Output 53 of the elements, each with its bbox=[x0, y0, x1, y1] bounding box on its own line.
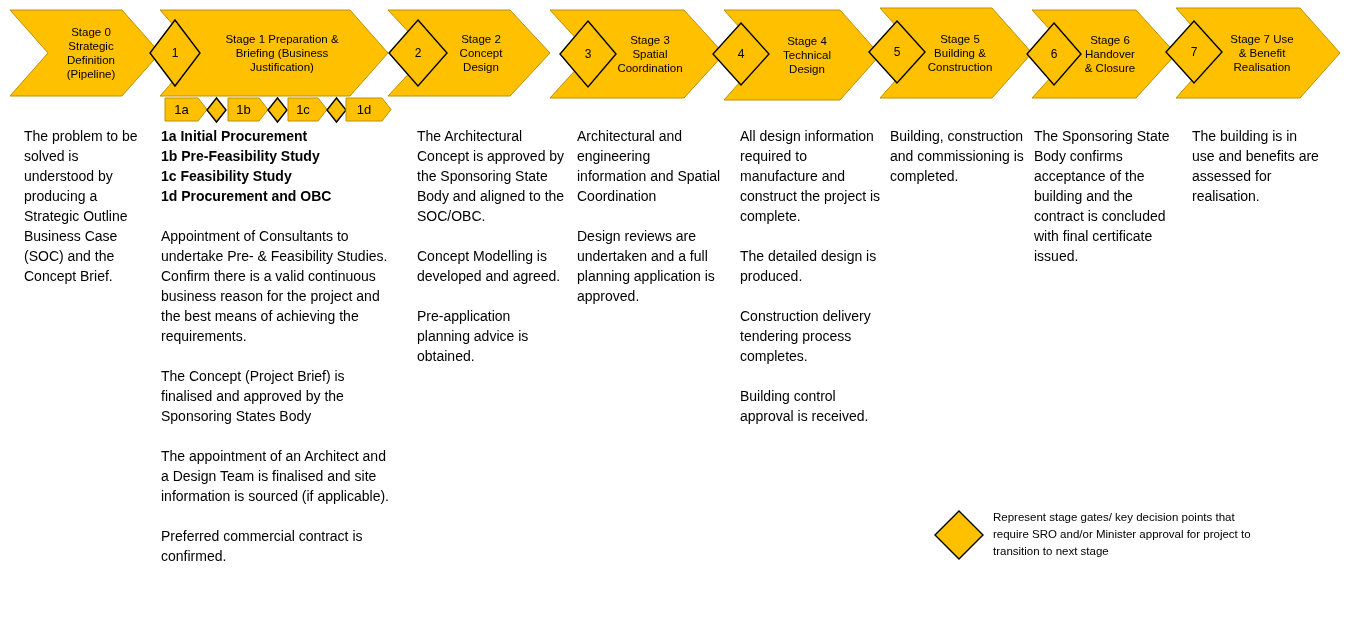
stage-description: The problem to be solved is understood by producing a Strategic Outline Business Case (SOC) and the Concept Brief. bbox=[24, 127, 139, 286]
gate-number: 7 bbox=[1189, 44, 1199, 61]
stage-gate-diamond bbox=[713, 23, 769, 85]
stage-description: Preferred commercial contract is confirmed. bbox=[161, 527, 364, 566]
stage-gate-diamond bbox=[1027, 23, 1081, 85]
stage-description: Appointment of Consultants to undertake Pre- & Feasibility Studies. bbox=[161, 227, 389, 266]
stage-description: Architectural and engineering information and Spatial Coordination bbox=[577, 127, 722, 206]
stage-gate-diamond bbox=[869, 21, 925, 83]
stage-description: The Architectural Concept is approved by the Sponsoring State Body and aligned to the SOC/OBC. bbox=[417, 127, 566, 226]
substage-tab bbox=[288, 98, 327, 121]
substage-title: 1c Feasibility Study bbox=[161, 167, 293, 186]
substage-title: 1a Initial Procurement bbox=[161, 127, 309, 146]
stage-description: The building is in use and benefits are assessed for realisation. bbox=[1192, 127, 1320, 206]
stage-label: Stage 3 Spatial Coordination bbox=[616, 33, 684, 76]
stage-description: The Concept (Project Brief) is finalised and approved by the Sponsoring States Body bbox=[161, 367, 346, 426]
substage-label: 1b bbox=[235, 100, 252, 119]
stage-description: The appointment of an Architect and a Design Team is finalised and site information is sourced (if applicable). bbox=[161, 447, 390, 506]
stage-description: Design reviews are undertaken and a full planning application is approved. bbox=[577, 227, 716, 306]
stage-label: Stage 2 Concept Design bbox=[458, 32, 504, 75]
stage-description: The detailed design is produced. bbox=[740, 247, 878, 286]
gate-number: 2 bbox=[413, 45, 423, 62]
stage-label: Stage 0 Strategic Definition (Pipeline) bbox=[65, 25, 117, 82]
gate-number: 5 bbox=[892, 44, 902, 61]
stage-label: Stage 1 Preparation & Briefing (Business Justification) bbox=[224, 32, 340, 75]
gate-number: 3 bbox=[583, 46, 593, 63]
stage-label: Stage 6 Handover & Closure bbox=[1083, 33, 1137, 76]
stage-label: Stage 5 Building & Construction bbox=[926, 32, 994, 75]
stage-description: Confirm there is a valid continuous business reason for the project and the best means of achieving the requirements. bbox=[161, 267, 381, 346]
stage-description: Construction delivery tendering process completes. bbox=[740, 307, 872, 366]
substage-tab bbox=[228, 98, 268, 121]
stage-description: The Sponsoring State Body confirms acceptance of the building and the contract is concluded with final certificate issued. bbox=[1034, 127, 1171, 266]
gate-number: 6 bbox=[1049, 46, 1059, 63]
gate-number: 4 bbox=[736, 46, 746, 63]
stage-banner bbox=[388, 10, 550, 96]
stage-gate-diamond bbox=[560, 21, 616, 87]
stage-gate-diamond bbox=[150, 20, 200, 86]
substage-label: 1d bbox=[355, 100, 373, 119]
legend-text: Represent stage gates/ key decision points that require SRO and/or Minister approval for project to transition to next stage bbox=[993, 510, 1252, 559]
stage-description: Building control approval is received. bbox=[740, 387, 870, 426]
substage-tab bbox=[346, 98, 391, 121]
substage-tab bbox=[165, 98, 207, 121]
substage-title: 1d Procurement and OBC bbox=[161, 187, 333, 206]
stage-label: Stage 4 Technical Design bbox=[782, 34, 832, 77]
stage-label: Stage 7 Use & Benefit Realisation bbox=[1229, 32, 1295, 75]
substage-label: 1c bbox=[295, 100, 311, 119]
substage-label: 1a bbox=[173, 100, 190, 119]
gate-number: 1 bbox=[170, 45, 180, 62]
stage-description: All design information required to manufacture and construct the project is complete. bbox=[740, 127, 882, 226]
stage-description: Building, construction and commissioning is completed. bbox=[890, 127, 1025, 186]
stage-description: Concept Modelling is developed and agreed. bbox=[417, 247, 562, 286]
stage-gate-diamond bbox=[1166, 21, 1222, 83]
stage-description: Pre-application planning advice is obtained. bbox=[417, 307, 530, 366]
substage-title: 1b Pre-Feasibility Study bbox=[161, 147, 321, 166]
